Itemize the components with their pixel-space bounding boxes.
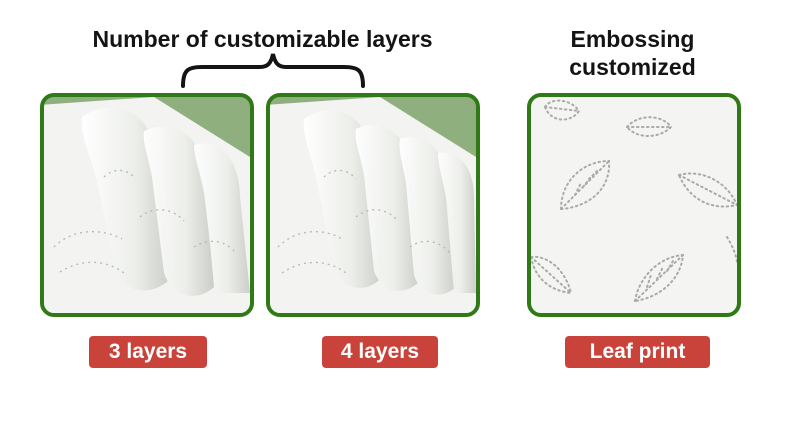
four-layers-label: 4 layers: [322, 336, 438, 368]
layers-heading: Number of customizable layers: [92, 26, 433, 52]
embossing-heading: Embossing customized: [569, 26, 696, 80]
three-layers-label: 3 layers: [89, 336, 207, 368]
leaf-embossing-image: [527, 93, 741, 317]
leaf-print-label: Leaf print: [565, 336, 710, 368]
leaf-emboss-icon: [633, 253, 685, 303]
brace-icon: [181, 53, 365, 88]
leaf-emboss-icon: [677, 172, 737, 208]
leaf-emboss-icon: [726, 236, 737, 264]
leaf-emboss-icon: [543, 99, 581, 121]
three-layer-tissue-image: [40, 93, 254, 317]
leaf-emboss-icon: [625, 116, 673, 137]
four-layer-tissue-image: [266, 93, 480, 317]
leaf-emboss-icon: [531, 255, 573, 295]
leaf-emboss-icon: [559, 159, 611, 211]
